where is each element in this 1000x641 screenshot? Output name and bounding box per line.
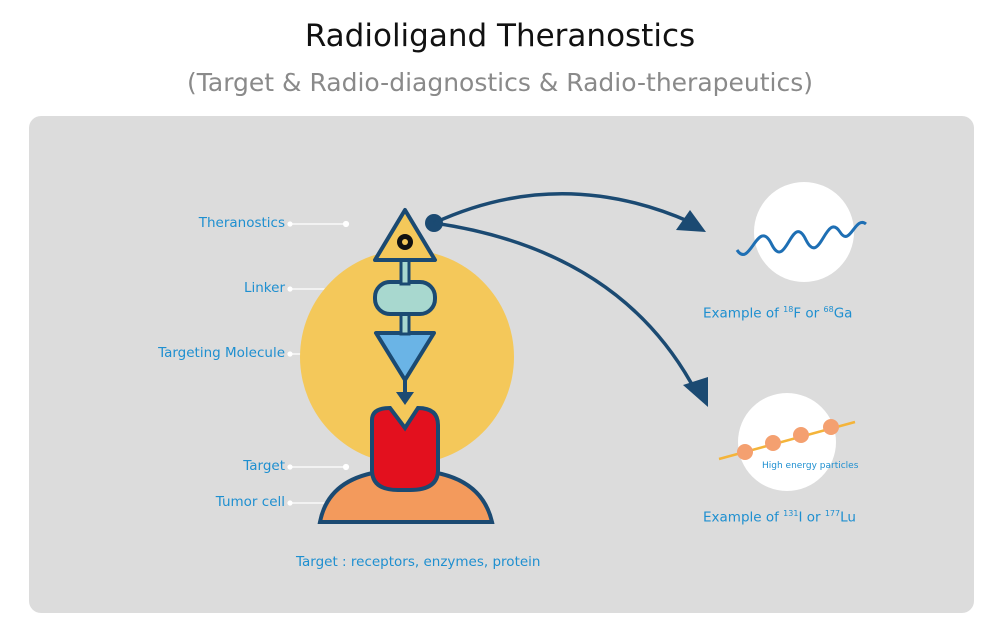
page-title: Radioligand Theranostics (304, 18, 696, 54)
particles-label: High energy particles (762, 461, 859, 471)
linker (373, 280, 437, 316)
example-diagnostic: Example of 18F or 68Ga (703, 305, 853, 322)
page-subtitle: (Target & Radio-diagnostics & Radio-ther… (186, 68, 814, 97)
label-linker: Linker (243, 280, 285, 296)
label-targeting-molecule: Targeting Molecule (158, 345, 285, 361)
label-tumor-cell: Tumor cell (215, 494, 285, 510)
arrow-therapeutic (433, 221, 697, 391)
wave-icon (735, 220, 867, 256)
label-target: Target (243, 458, 285, 474)
label-theranostics: Theranostics (198, 215, 285, 231)
caption: Target : receptors, enzymes, protein (296, 554, 541, 570)
particles (737, 419, 839, 460)
target-receptor (370, 405, 440, 492)
therapeutic-circle (738, 393, 836, 491)
example-therapeutic: Example of 131I or 177Lu (703, 509, 856, 526)
arrow-diagnostic (433, 192, 691, 225)
diagnostic-circle (754, 182, 854, 282)
